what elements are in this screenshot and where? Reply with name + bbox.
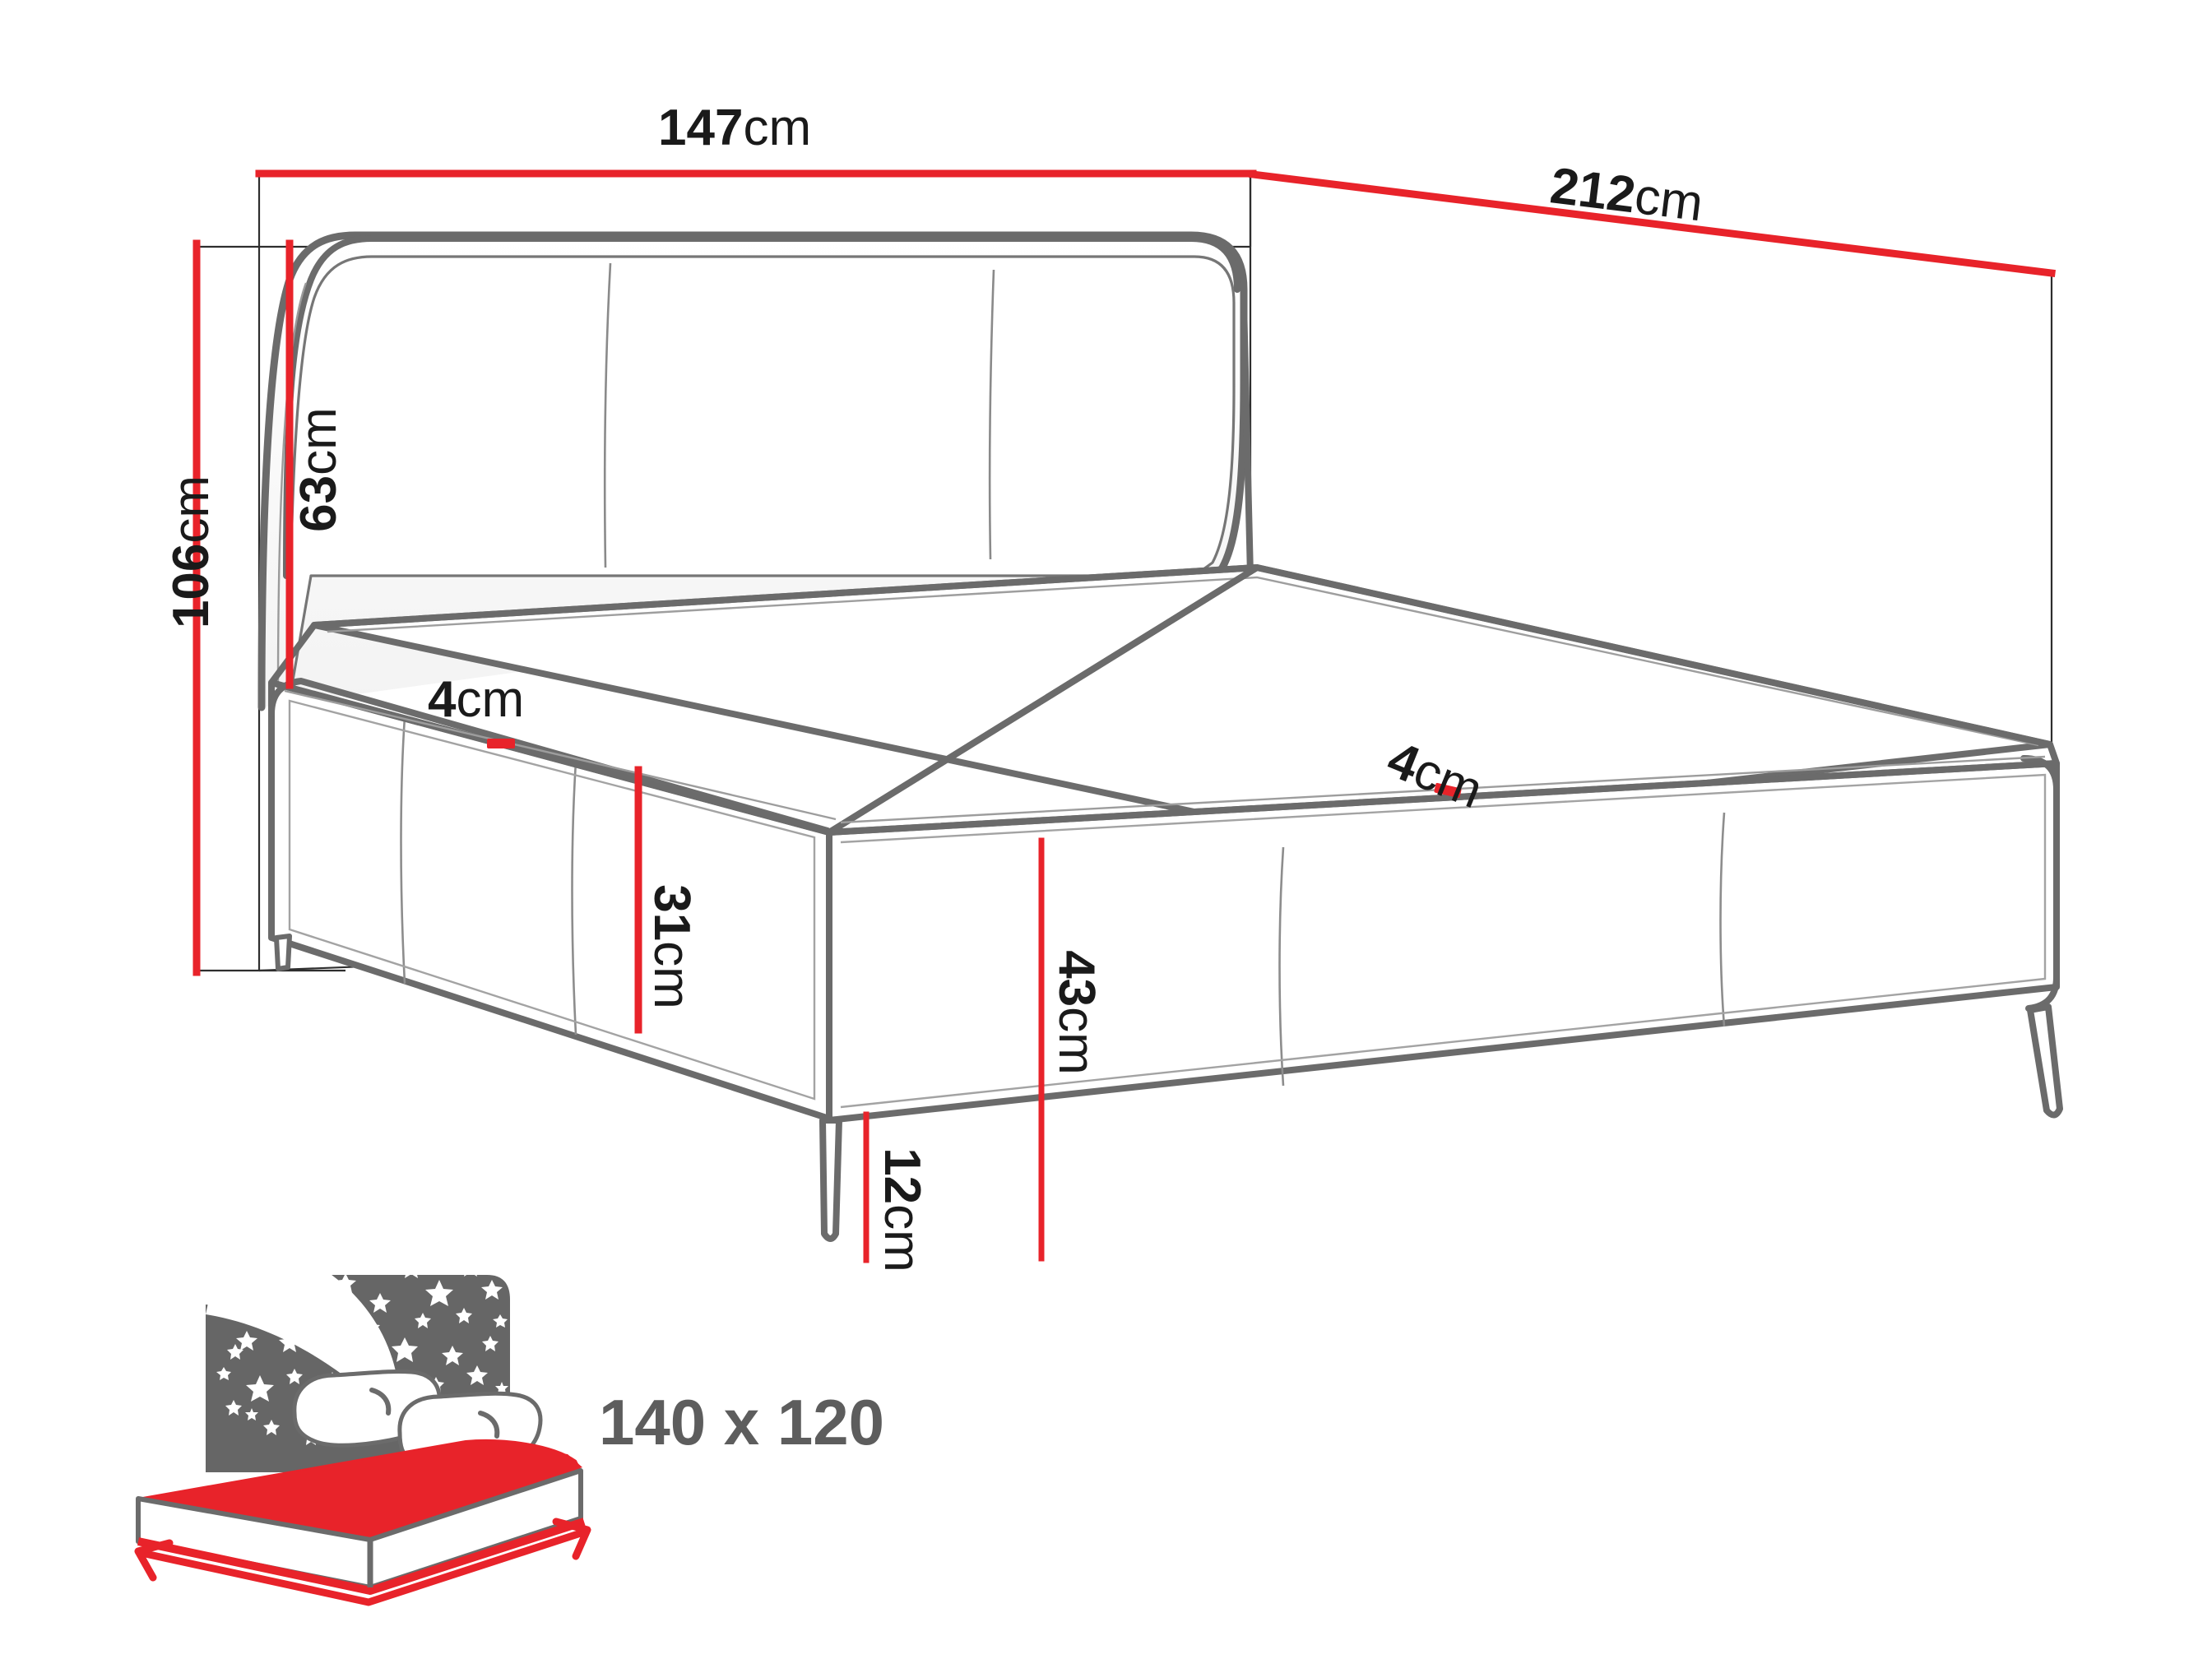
base-left-panel-line-1 — [400, 716, 406, 985]
mattress-dimension-arrowheads — [134, 1518, 591, 1582]
mattress-side-band-right — [826, 564, 2060, 836]
leg-front-left — [819, 1117, 842, 1242]
label-147cm: 147cm — [658, 100, 812, 156]
base-left-panel-line-2 — [571, 761, 577, 1036]
headboard-front-face — [288, 255, 1236, 701]
headboard-left-inner — [276, 282, 308, 692]
label-12cm: 12cm — [873, 1147, 930, 1272]
mattress-bottom-piping — [137, 1518, 586, 1595]
base-front-panel-line-1 — [1278, 846, 1285, 1087]
pillow-back-crease — [369, 1388, 392, 1416]
leg-right — [2027, 1003, 2063, 1119]
mattress-top-red-main — [137, 1439, 582, 1541]
label-106cm: 106cm — [163, 475, 220, 629]
label-31cm: 31cm — [642, 884, 700, 1009]
dimension-ticks — [487, 739, 1462, 799]
tick-4cm-left — [487, 739, 515, 748]
label-4cm-left: 4cm — [428, 671, 525, 728]
headboard-panel-line-1 — [603, 262, 612, 568]
tick-4cm-right — [1434, 782, 1462, 799]
dimline-212 — [1248, 169, 2057, 278]
mattress-dimension-arrow — [141, 1527, 587, 1606]
band-inner-line-left — [284, 689, 837, 821]
base-front-inner-outline — [840, 773, 2047, 1109]
mattress-icon — [134, 1255, 591, 1606]
leg-back-left — [274, 934, 292, 971]
mattress-top-inner-line — [327, 576, 2039, 747]
base-left-corner — [268, 677, 831, 834]
pillow-front-crease — [478, 1411, 500, 1439]
label-mattress-size: 140 x 120 — [599, 1386, 885, 1458]
label-63cm: 63cm — [290, 407, 347, 532]
headboard-panel-line-2 — [988, 269, 995, 560]
dimension-lines — [192, 169, 2057, 1263]
bed-illustration — [257, 231, 2063, 1242]
base-front-panel-line-2 — [1719, 812, 1726, 1027]
label-43cm: 43cm — [1047, 950, 1105, 1075]
